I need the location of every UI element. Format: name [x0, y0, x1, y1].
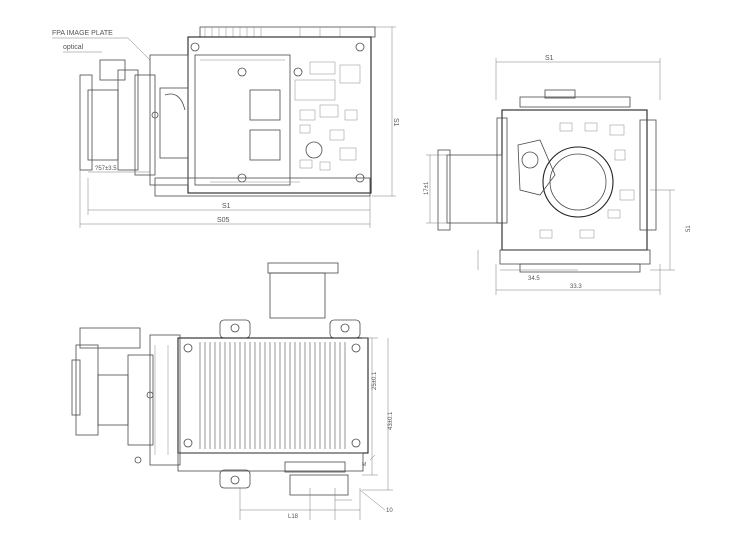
top-h2-dim: 43±0.1 — [388, 411, 394, 430]
side-view: FPA IMAGE PLATE optical — [52, 26, 399, 228]
side-lens-dim: ?57±3.5 — [95, 166, 117, 172]
front-width-dim: S1 — [545, 55, 554, 62]
front-lens — [446, 154, 503, 224]
fpa-image-plane-label: FPA IMAGE PLATE — [52, 30, 113, 37]
front-bottom-dim: 33.3 — [570, 284, 582, 290]
top-small-dim: 10 — [386, 508, 393, 514]
optical-label: optical — [63, 44, 84, 51]
front-view: S1 17±1 51 — [424, 55, 692, 295]
top-flex-connector — [269, 272, 326, 319]
top-lens-front — [97, 374, 129, 426]
top-bottom-dim: L18 — [288, 514, 299, 520]
front-base-dim: 34.5 — [528, 276, 540, 282]
front-sensor-ring — [542, 146, 614, 218]
side-main-board — [187, 36, 372, 194]
top-h1-dim: 25±0.1 — [372, 371, 378, 390]
front-lens-dim: 17±1 — [424, 181, 430, 195]
front-height-dim: 51 — [686, 225, 692, 232]
side-width-dim: S1 — [222, 203, 231, 210]
side-lens-front — [87, 89, 119, 161]
side-total-dim: S05 — [217, 217, 230, 224]
front-base — [499, 249, 651, 265]
top-heatsink — [177, 337, 369, 454]
top-right-dim: M — [362, 462, 366, 468]
front-body — [501, 109, 648, 251]
side-lens-housing — [149, 54, 189, 186]
side-sensor-block — [194, 54, 291, 186]
side-height-dim: S1 — [392, 118, 399, 127]
side-base-plate — [154, 177, 371, 197]
top-view: 25±0.1 43±0.1 M 10 L18 — [71, 262, 394, 520]
heatsink-fins — [199, 342, 346, 449]
